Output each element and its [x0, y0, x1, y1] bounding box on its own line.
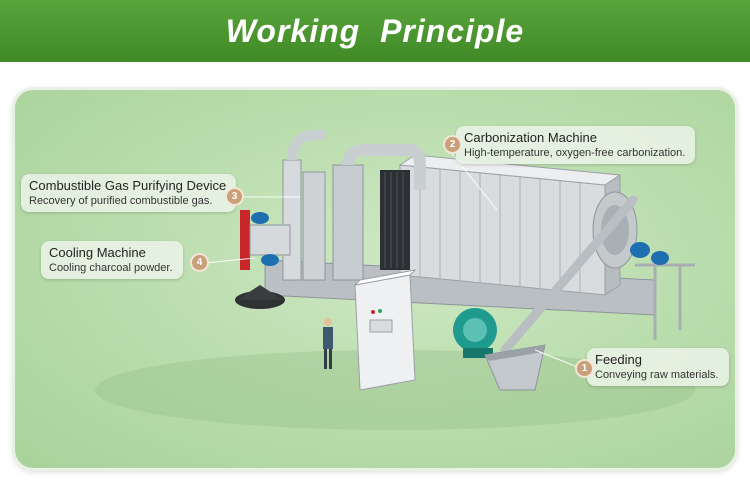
step-badge: 1 — [577, 361, 592, 376]
callout-feeding: Feeding Conveying raw materials. — [587, 348, 729, 386]
carbonization-housing — [398, 154, 622, 296]
control-cabinet — [353, 269, 417, 391]
worker-figure — [323, 318, 333, 369]
callout-cooling-machine: Cooling Machine Cooling charcoal powder. — [41, 241, 183, 279]
callout-title: Carbonization Machine — [464, 130, 597, 145]
step-badge: 4 — [192, 255, 207, 270]
blower-fan — [453, 308, 497, 358]
step-badge: 2 — [445, 137, 460, 152]
callout-description: High-temperature, oxygen-free carbonizat… — [464, 147, 686, 159]
callout-title: Feeding — [595, 352, 642, 367]
page-title: Working Principle — [225, 12, 525, 49]
gas-purifier-towers — [282, 130, 426, 281]
callout-description: Conveying raw materials. — [595, 369, 719, 381]
diagram-panel: Carbonization Machine High-temperature, … — [15, 90, 735, 468]
step-badge: 3 — [227, 189, 242, 204]
callout-title: Combustible Gas Purifying Device — [29, 178, 227, 193]
callout-carbonization-machine: Carbonization Machine High-temperature, … — [456, 126, 696, 164]
header-banner: Working Principle — [0, 0, 750, 62]
callout-gas-purifying-device: Combustible Gas Purifying Device Recover… — [21, 174, 237, 212]
callout-title: Cooling Machine — [49, 245, 146, 260]
feeding-conveyor — [484, 195, 638, 391]
callout-description: Recovery of purified combustible gas. — [29, 195, 213, 207]
machine-illustration — [95, 130, 695, 430]
cooling-machine — [240, 210, 291, 270]
callout-description: Cooling charcoal powder. — [49, 262, 173, 274]
